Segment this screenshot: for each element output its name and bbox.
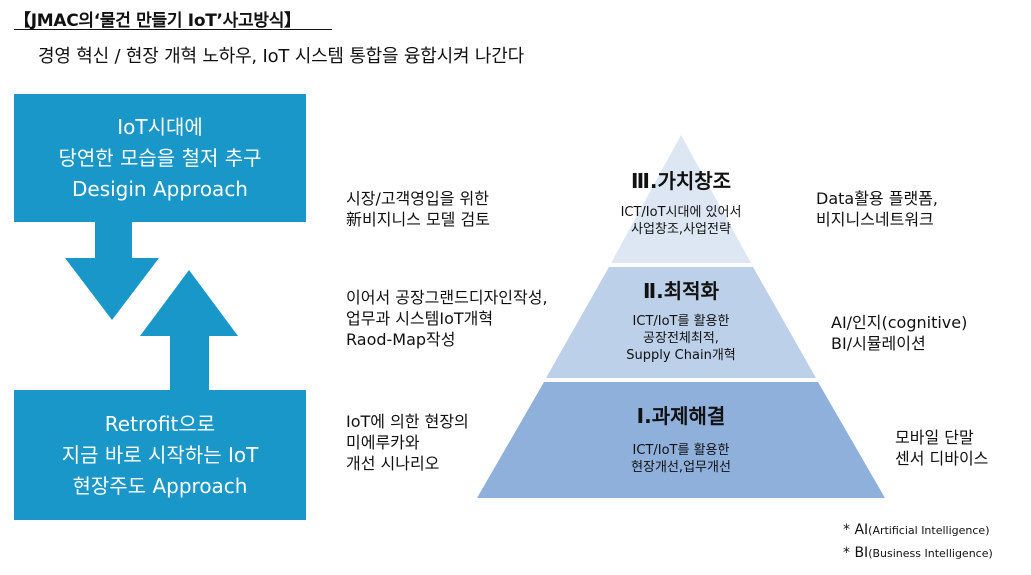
retrofit-approach-box: Retrofit으로 지금 바로 시작하는 IoT 현장주도 Approach [14, 390, 306, 520]
down-arrow [65, 222, 159, 320]
right-note-devices: 모바일 단말 센서 디바이스 [895, 428, 989, 468]
left-note-problem-solving: IoT에 의한 현장의 미에루카와 개선 시나리오 [346, 412, 469, 473]
left-note-value-creation: 시장/고객영입을 위한 新비지니스 모델 검토 [346, 189, 490, 229]
retrofit-line-3: 현장주도 Approach [72, 473, 248, 498]
page-title: 【JMAC의‘물건 만들기 IoT’사고방식】 [14, 11, 301, 31]
footnote-bi: * BI(Business Intelligence) [843, 545, 993, 561]
design-approach-box: IoT시대에 당연한 모습을 철저 추구 Desigin Approach [14, 94, 306, 222]
retrofit-line-1: Retrofit으로 [104, 411, 216, 436]
left-note-optimization: 이어서 공장그랜드디자인작성, 업무과 시스템IoT개혁 Raod-Map작성 [346, 288, 548, 349]
right-note-platform: Data활용 플랫폼, 비지니스네트워크 [816, 189, 938, 229]
tier-2-title: Ⅱ.최적화 [643, 279, 719, 303]
footnote-ai: * AI(Artificial Intelligence) [843, 522, 990, 538]
tier-3-desc: ICT/IoT시대에 있어서 사업창조,사업전략 [620, 205, 742, 237]
pyramid-tier-2-shape [546, 267, 816, 378]
title-underline [14, 29, 332, 30]
design-approach-line-2: 당연한 모습을 철저 추구 [58, 145, 262, 170]
tier-2-desc: ICT/IoT를 활용한 공장전체최적, Supply Chain개혁 [626, 314, 736, 363]
design-approach-line-1: IoT시대에 [117, 114, 203, 139]
tier-1-desc: ICT/IoT를 활용한 현장개선,업무개선 [631, 443, 731, 475]
pyramid-tier-3-shape [611, 135, 751, 263]
page-subtitle: 경영 혁신 / 현장 개혁 노하우, IoT 시스템 통합을 융합시켜 나간다 [38, 46, 524, 67]
retrofit-line-2: 지금 바로 시작하는 IoT [61, 442, 259, 467]
right-note-ai-bi: AI/인지(cognitive) BI/시뮬레이션 [831, 313, 968, 353]
tier-1-title: Ⅰ.과제해결 [636, 404, 726, 428]
pyramid-tier-1-shape [477, 382, 885, 498]
up-arrow [140, 270, 238, 390]
design-approach-line-3: Desigin Approach [72, 176, 248, 201]
tier-3-title: Ⅲ.가치창조 [630, 169, 732, 193]
